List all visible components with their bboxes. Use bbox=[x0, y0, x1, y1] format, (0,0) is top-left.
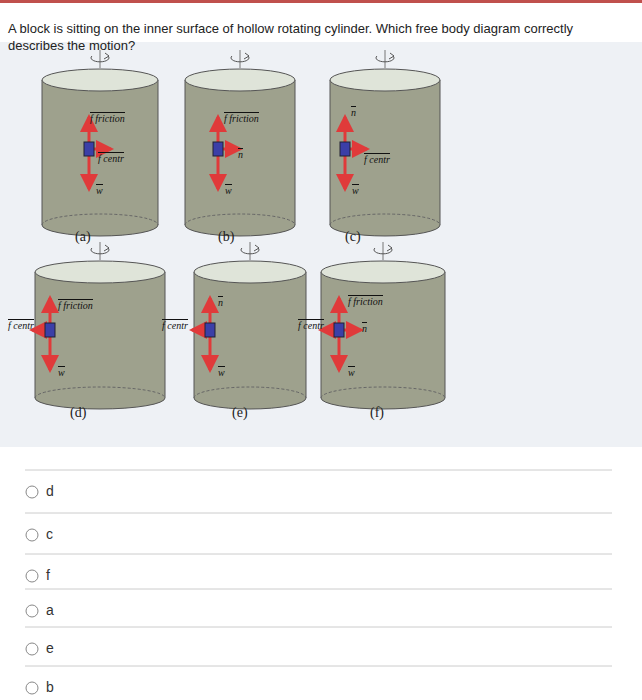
hidden-edge bbox=[194, 387, 306, 398]
hidden-edge bbox=[330, 214, 440, 225]
cylinder-top bbox=[330, 69, 440, 91]
force-label: n bbox=[238, 148, 243, 160]
block bbox=[334, 323, 344, 337]
cylinder-diagram: f centrf frictionnw(f) bbox=[320, 261, 445, 409]
rotation-axis bbox=[250, 242, 251, 260]
rotation-axis bbox=[383, 242, 384, 260]
cylinder-diagram: f centrf frictionw(d) bbox=[35, 261, 165, 409]
cylinder-body bbox=[330, 80, 440, 236]
block bbox=[45, 323, 55, 337]
force-label: w bbox=[225, 184, 232, 196]
force-label: w bbox=[218, 366, 225, 378]
cylinder-body bbox=[35, 272, 165, 409]
divider bbox=[25, 589, 612, 590]
force-label: f friction bbox=[348, 295, 383, 307]
rotation-arrow bbox=[254, 245, 259, 251]
cylinder-body bbox=[194, 272, 306, 409]
question-text: A block is sitting on the inner surface … bbox=[8, 20, 628, 54]
force-label: n bbox=[362, 322, 367, 334]
cylinder-body bbox=[321, 272, 445, 409]
rotation-axis bbox=[100, 242, 101, 260]
rotation-arrow bbox=[231, 56, 249, 62]
rotation-arrow bbox=[104, 53, 109, 59]
force-label: f centr bbox=[162, 319, 188, 331]
cylinder-diagram: n f centr w (c) bbox=[330, 69, 440, 244]
option-label: f bbox=[46, 567, 50, 583]
option-label: a bbox=[46, 602, 54, 618]
top-bar bbox=[0, 0, 642, 3]
figure-label: (f) bbox=[370, 405, 384, 421]
cylinder-top bbox=[321, 261, 445, 283]
radio-button bbox=[26, 643, 38, 655]
cylinder-body bbox=[185, 80, 295, 236]
hidden-edge bbox=[185, 214, 295, 225]
divider bbox=[25, 627, 612, 628]
cylinder-diagram: f centrnw(e) bbox=[192, 261, 305, 409]
force-label: f centr bbox=[8, 319, 34, 331]
option-label: c bbox=[46, 526, 53, 542]
block bbox=[205, 323, 215, 337]
radio-button bbox=[26, 682, 38, 694]
rotation-arrow bbox=[241, 248, 259, 254]
rotation-axis bbox=[385, 50, 386, 68]
force-label: w bbox=[58, 366, 65, 378]
force-label: f friction bbox=[90, 112, 125, 124]
block bbox=[340, 142, 350, 156]
figure-label: (e) bbox=[232, 405, 248, 421]
hidden-edge bbox=[35, 387, 165, 398]
force-label: w bbox=[352, 184, 359, 196]
divider bbox=[25, 666, 612, 667]
force-label: n bbox=[351, 106, 356, 118]
rotation-axis bbox=[240, 50, 241, 68]
radio-button bbox=[26, 605, 38, 617]
radio-button bbox=[26, 486, 38, 498]
divider bbox=[25, 554, 612, 555]
cylinder-top bbox=[35, 261, 165, 283]
cylinder-top bbox=[194, 261, 306, 283]
hidden-edge bbox=[42, 214, 158, 225]
option-label: e bbox=[46, 640, 54, 656]
figure-label: (c) bbox=[345, 229, 361, 245]
rotation-arrow bbox=[91, 248, 109, 254]
hidden-edge bbox=[321, 387, 445, 398]
block bbox=[213, 142, 223, 156]
cylinder-top bbox=[185, 69, 295, 91]
force-label: w bbox=[348, 366, 355, 378]
force-label: f centr bbox=[298, 319, 324, 331]
figure-label: (d) bbox=[70, 405, 86, 421]
cylinder-diagram: f friction f centr w (a) bbox=[42, 69, 158, 244]
option-label: b bbox=[46, 679, 54, 695]
cylinder-body bbox=[42, 80, 158, 236]
force-label: f friction bbox=[224, 112, 259, 124]
figure-ground bbox=[0, 42, 642, 447]
option-label: d bbox=[46, 483, 54, 499]
force-label: f centr bbox=[98, 152, 124, 164]
force-label: f friction bbox=[58, 299, 93, 311]
rotation-arrow bbox=[91, 56, 109, 62]
rotation-arrow bbox=[389, 53, 394, 59]
rotation-arrow bbox=[104, 245, 109, 251]
rotation-arrow bbox=[387, 245, 392, 251]
force-label: n bbox=[218, 296, 223, 308]
rotation-arrow bbox=[376, 56, 394, 62]
figure-label: (b) bbox=[218, 229, 234, 245]
rotation-arrow bbox=[244, 53, 249, 59]
force-label: f centr bbox=[364, 153, 390, 165]
radio-button bbox=[26, 529, 38, 541]
block bbox=[84, 142, 94, 156]
cylinder-top bbox=[42, 69, 158, 91]
cylinder-diagram: f friction n w (b) bbox=[185, 69, 295, 244]
rotation-arrow bbox=[374, 248, 392, 254]
figure-label: (a) bbox=[75, 229, 91, 245]
divider bbox=[25, 513, 612, 514]
force-label: w bbox=[96, 184, 103, 196]
divider bbox=[25, 470, 612, 471]
radio-button bbox=[26, 570, 38, 582]
